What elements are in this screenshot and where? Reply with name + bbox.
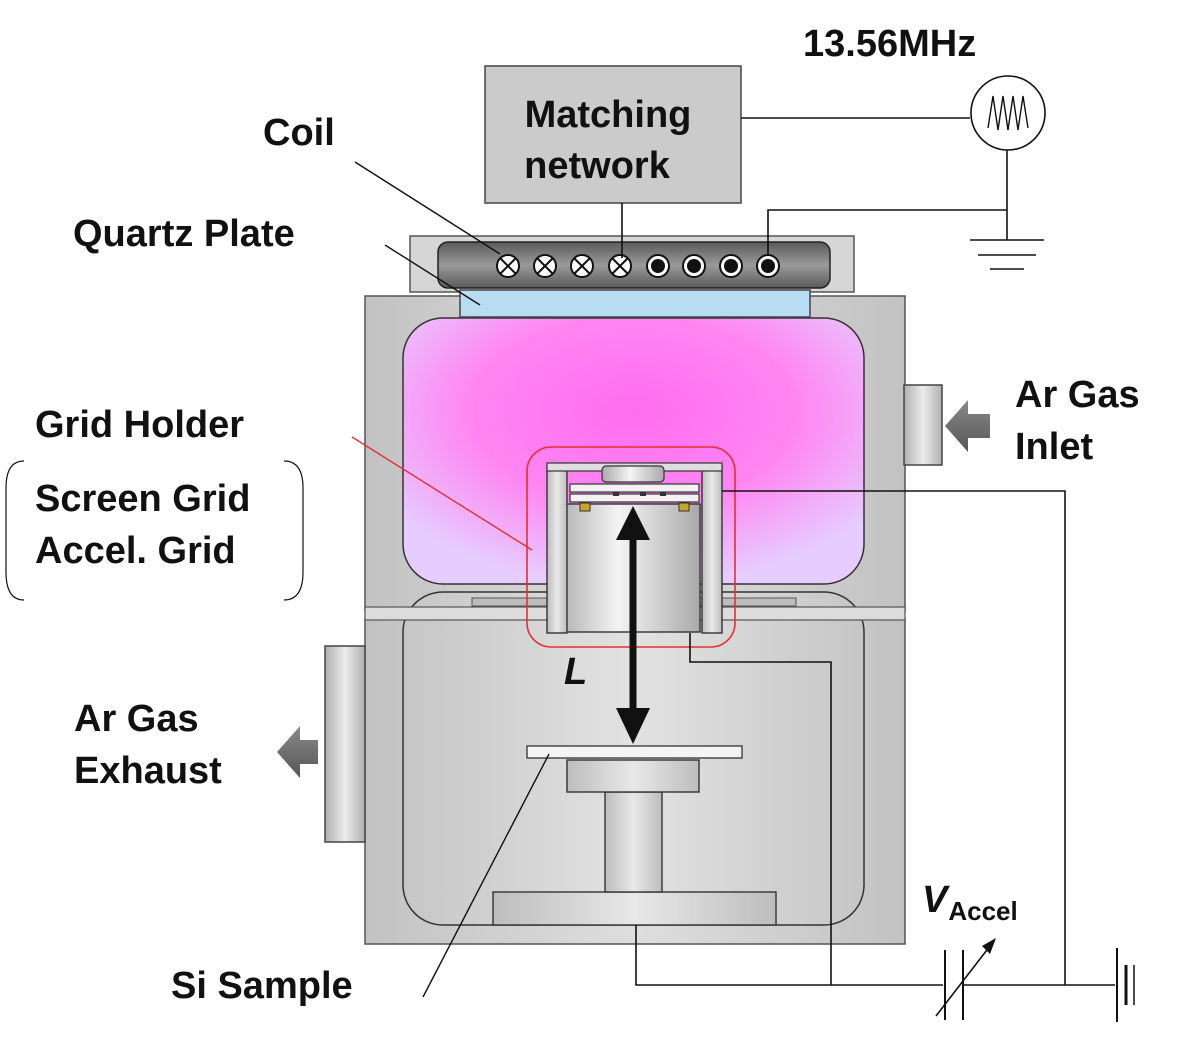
gas-exhaust-label-line1: Ar Gas: [74, 698, 199, 740]
distance-arrow: [616, 506, 650, 744]
grid-holder-right-wall: [701, 466, 723, 634]
coil-dot-icon: [719, 254, 743, 278]
coil-cross-icon: [533, 254, 557, 278]
gas-exhaust-port: [277, 645, 366, 843]
si-sample-label: Si Sample: [171, 965, 353, 1007]
voltage-symbol: V: [922, 879, 950, 921]
grid-mount-cap: [601, 465, 665, 483]
dc-battery-icon: [1116, 948, 1135, 1022]
rf-wiring: [621, 117, 1008, 258]
quartz-plate-label: Quartz Plate: [73, 213, 295, 255]
accel-voltage-label: VAccel: [922, 879, 1018, 926]
grid-holder-leader-line: [351, 436, 533, 551]
screen-grid: [569, 483, 700, 493]
accel-grid-label: Accel. Grid: [35, 530, 236, 572]
coil-leader-line: [354, 161, 501, 255]
ground-icon: [970, 239, 1044, 270]
coil-dot-icon: [756, 254, 780, 278]
matching-network-box: [484, 65, 742, 204]
quartz-plate-leader-line: [384, 244, 481, 306]
coil-cross-icon: [608, 254, 632, 278]
grid-bracket-right: [283, 460, 304, 601]
quartz-plate: [459, 289, 811, 318]
voltage-subscript: Accel: [948, 896, 1017, 926]
distance-label: L: [564, 651, 587, 693]
grid-holder-left-wall: [546, 466, 568, 634]
gas-inlet-label-line1: Ar Gas: [1015, 374, 1140, 416]
grid-bracket-left: [5, 460, 25, 601]
gas-inlet-port: [903, 384, 990, 466]
stage-base: [492, 891, 777, 926]
screen-grid-label: Screen Grid: [35, 478, 250, 520]
grid-spacer-right: [678, 502, 690, 512]
coil-label: Coil: [263, 112, 335, 154]
coil-dot-icon: [682, 254, 706, 278]
variable-capacitor-icon: [935, 938, 996, 1020]
gas-exhaust-label-line2: Exhaust: [74, 750, 222, 792]
grid-holder-label: Grid Holder: [35, 404, 244, 446]
accel-grid: [569, 493, 700, 503]
ac-source-icon: [970, 75, 1046, 151]
frequency-label: 13.56MHz: [803, 23, 976, 65]
si-sample-leader-line: [422, 753, 550, 998]
si-sample: [526, 745, 743, 759]
matching-network-label-line1: Matching: [525, 94, 692, 136]
matching-network-label-line2: network: [524, 145, 671, 187]
sample-stage: [492, 745, 777, 926]
coil-turns: [496, 254, 780, 278]
accel-wiring: [635, 490, 1115, 986]
stage-post: [604, 791, 663, 893]
gas-exhaust-arrow-icon: [277, 726, 318, 778]
stage-platform: [566, 759, 700, 793]
coil-dot-icon: [646, 254, 670, 278]
coil-cross-icon: [496, 254, 520, 278]
gas-inlet-label-line2: Inlet: [1015, 426, 1093, 468]
gas-inlet-arrow-icon: [945, 400, 990, 452]
grid-spacer-left: [579, 502, 591, 512]
coil-cross-icon: [570, 254, 594, 278]
